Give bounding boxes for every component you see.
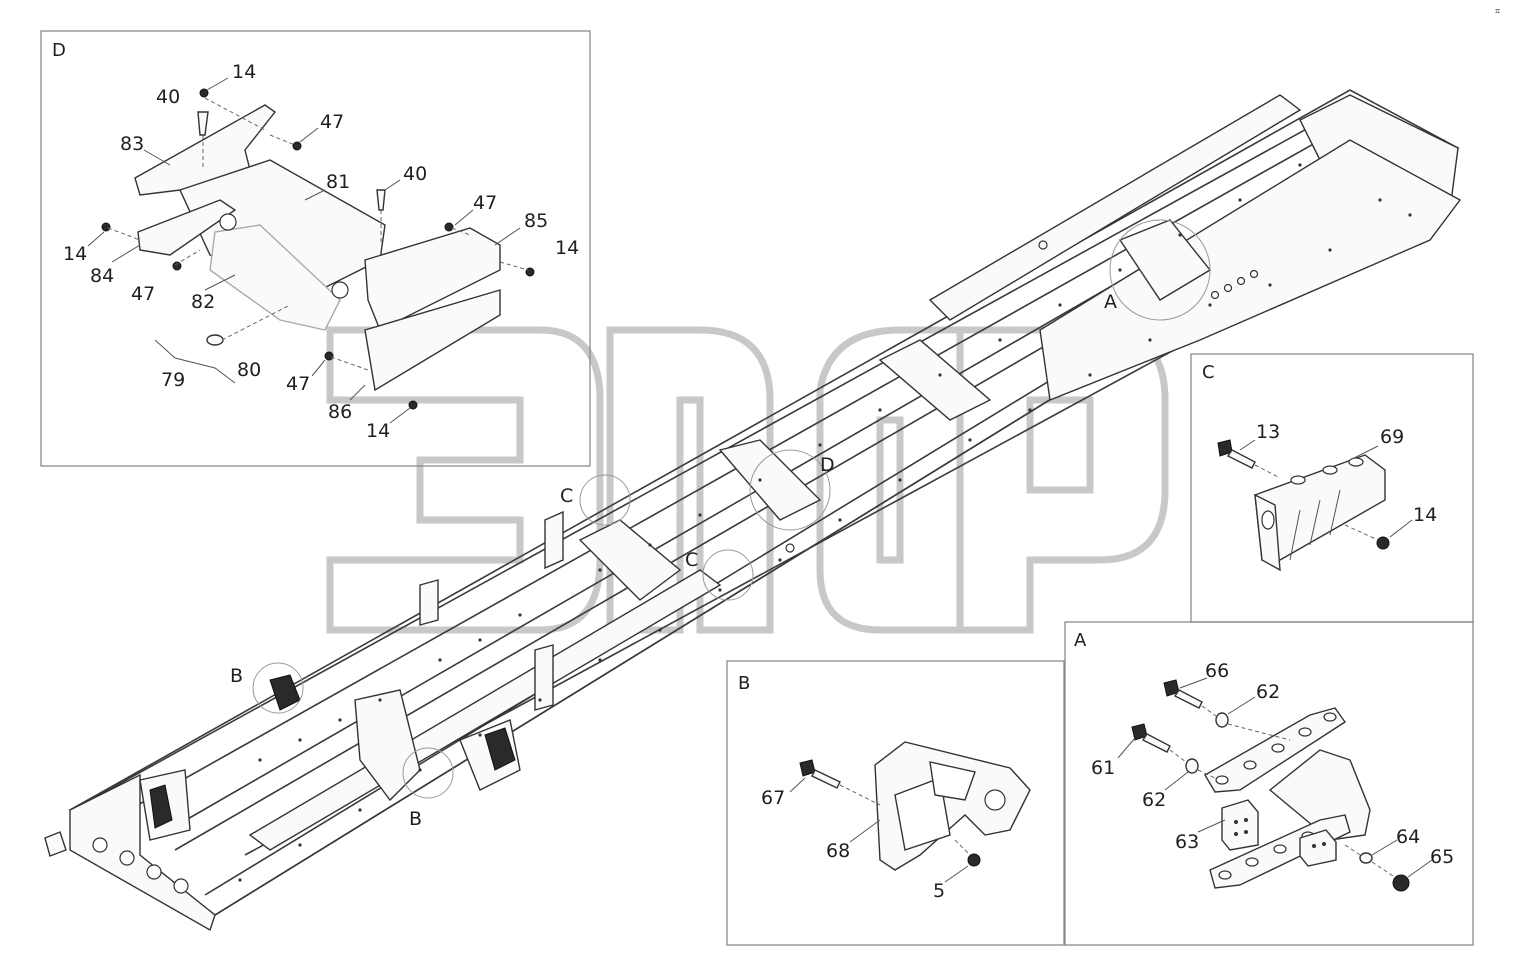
label-b-68: 68: [826, 840, 850, 862]
callout-marker-c2: C: [685, 549, 698, 571]
callout-marker-d: D: [820, 454, 835, 476]
detail-frame-c: C 13 69 14: [1190, 353, 1474, 623]
label-d-40b: 40: [403, 163, 427, 185]
watermark-logo: TM: [326, 323, 1169, 634]
detail-frame-a: A: [1064, 621, 1474, 946]
label-d-14a: 14: [232, 61, 256, 83]
label-d-86: 86: [328, 401, 352, 423]
label-c-69: 69: [1380, 426, 1404, 448]
label-c-14: 14: [1413, 504, 1437, 526]
label-a-66: 66: [1205, 660, 1229, 682]
label-c-13: 13: [1256, 421, 1280, 443]
callout-marker-c1: C: [560, 485, 573, 507]
label-d-14c: 14: [63, 243, 87, 265]
frame-rivets: [238, 163, 1412, 882]
label-d-85: 85: [524, 210, 548, 232]
label-d-14b: 14: [555, 237, 579, 259]
label-d-14d: 14: [366, 420, 390, 442]
frame-c-title: C: [1202, 362, 1215, 383]
label-a-63: 63: [1175, 831, 1199, 853]
label-d-40a: 40: [156, 86, 180, 108]
label-d-47c: 47: [131, 283, 155, 305]
detail-frame-d: D: [40, 30, 591, 467]
label-d-47d: 47: [286, 373, 310, 395]
label-a-64: 64: [1396, 826, 1420, 848]
label-d-47b: 47: [473, 192, 497, 214]
label-d-80: 80: [237, 359, 261, 381]
label-d-47a: 47: [320, 111, 344, 133]
frame-b-title: B: [738, 673, 750, 694]
label-a-61: 61: [1091, 757, 1115, 779]
corner-mark: ⌗: [1495, 7, 1500, 17]
label-d-79: 79: [161, 369, 185, 391]
label-a-65: 65: [1430, 846, 1454, 868]
chassis-frame: [44, 89, 1462, 932]
callout-marker-b1: B: [230, 665, 243, 687]
label-d-81: 81: [326, 171, 350, 193]
callout-marker-a: A: [1104, 291, 1117, 313]
callout-marker-b2: B: [409, 808, 422, 830]
label-d-82: 82: [191, 291, 215, 313]
frame-callouts: [252, 219, 1211, 799]
frame-d-title: D: [52, 40, 66, 61]
frame-a-title: A: [1074, 630, 1087, 651]
label-a-62b: 62: [1142, 789, 1166, 811]
label-d-83: 83: [120, 133, 144, 155]
label-b-5: 5: [933, 880, 945, 902]
detail-frame-b: B 67 68 5: [726, 660, 1065, 946]
label-a-62a: 62: [1256, 681, 1280, 703]
label-b-67: 67: [761, 787, 785, 809]
label-d-84: 84: [90, 265, 114, 287]
